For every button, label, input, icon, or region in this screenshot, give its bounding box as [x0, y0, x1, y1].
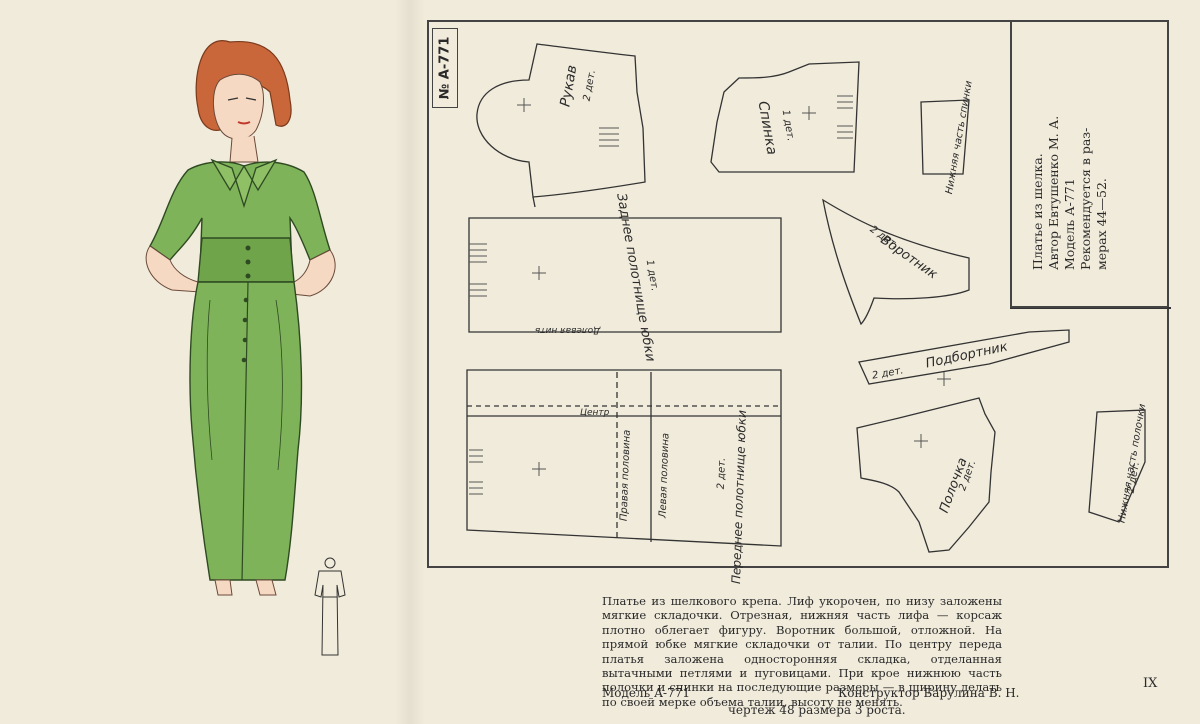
- grain-label: Долевая нить: [535, 325, 601, 335]
- center-label: Центр: [580, 408, 610, 418]
- sleeve-piece: [476, 43, 646, 198]
- front-skirt-piece: [466, 369, 782, 547]
- info-line: Автор Евтушенко М. А.: [1046, 115, 1061, 270]
- lower-back-piece: [920, 99, 970, 175]
- front-skirt-count: 2 дет.: [715, 457, 728, 490]
- info-line: Модель А-771: [1062, 178, 1077, 270]
- model-number: № A-771: [437, 36, 453, 100]
- page-fold: [395, 0, 425, 724]
- description-text: Платье из шелкового крепа. Лиф укорочен,…: [602, 594, 1002, 709]
- model-description: Платье из шелкового крепа. Лиф укорочен,…: [602, 594, 1002, 709]
- info-line: Платье из шелка.: [1030, 153, 1045, 270]
- page-number: IX: [1143, 676, 1158, 691]
- collar-piece: [822, 198, 970, 326]
- back-skirt-piece: [468, 217, 782, 333]
- info-panel-text: Платье из шелка. Автор Евтушенко М. А. М…: [1030, 40, 1110, 270]
- pattern-pieces: [466, 22, 1171, 553]
- back-piece: [710, 61, 860, 173]
- info-line: Рекомендуется в раз-: [1078, 127, 1093, 270]
- dress-illustration: [145, 40, 336, 596]
- info-line: мерах 44—52.: [1094, 178, 1109, 270]
- footer-drawing: чертеж 48 размера 3 роста.: [728, 703, 906, 717]
- back-view-sketch: [314, 557, 346, 656]
- lower-front-piece: [1088, 409, 1146, 523]
- info-panel: [1010, 22, 1167, 308]
- footer-constructor: Конструктор Барулина В. Н.: [838, 686, 1020, 700]
- pattern-drawing-frame: [427, 20, 1171, 568]
- facing-piece: [858, 329, 1070, 385]
- front-piece: [856, 397, 996, 553]
- footer-model: Модель А-771: [602, 686, 691, 700]
- model-number-tag: № A-771: [432, 28, 458, 108]
